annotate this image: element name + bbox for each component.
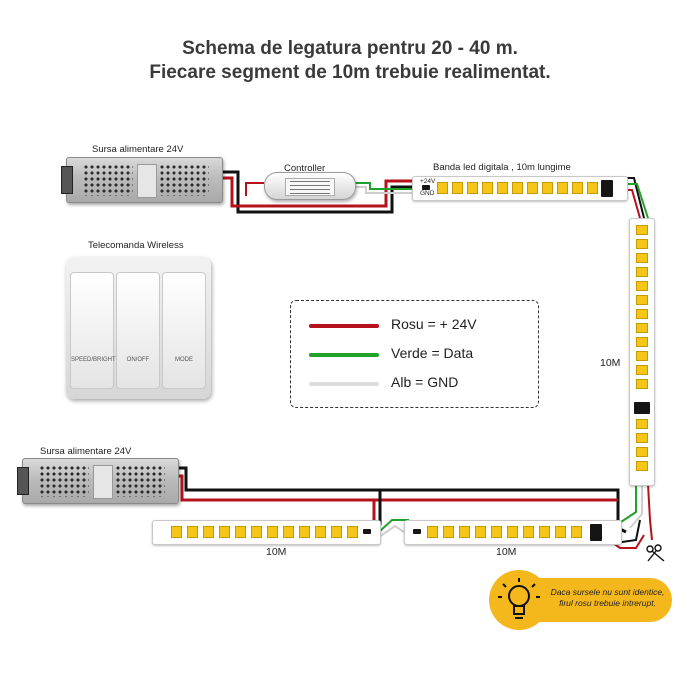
wire-ctrl-white xyxy=(354,186,412,194)
led-strip-bottom-right xyxy=(404,520,622,545)
tip-text: Daca sursele nu sunt identice, firul ros… xyxy=(545,587,670,609)
led-strip-top: +24V GND xyxy=(412,176,628,201)
wire-color-legend: Rosu = + 24V Verde = Data Alb = GND xyxy=(290,300,539,408)
wire-right-down-red xyxy=(647,483,653,541)
wire-corner-black xyxy=(626,177,645,219)
seg-bottom-right-label: 10M xyxy=(496,546,517,558)
seg-bottom-left-label: 10M xyxy=(266,546,287,558)
remote-control: SPEED/BRIGHT ON/OFF MODE xyxy=(66,257,211,399)
controller-label: Controller xyxy=(284,163,326,174)
diagram-subtitle: Fiecare segment de 10m trebuie realiment… xyxy=(149,62,551,83)
seg-right-label: 10M xyxy=(600,357,621,369)
wire-bottom-red xyxy=(178,474,618,502)
wire-top-black xyxy=(222,170,412,214)
wire-ctrl-green xyxy=(354,182,412,190)
wire-right-down-white xyxy=(629,484,643,529)
tip-callout xyxy=(530,578,672,622)
remote-button-speed: SPEED/BRIGHT xyxy=(70,272,116,389)
strip-top-label: Banda led digitala , 10m lungime xyxy=(433,162,571,173)
remote-label: Telecomanda Wireless xyxy=(88,240,184,251)
wire-ctrl-red xyxy=(245,182,264,196)
psu-top xyxy=(61,157,223,203)
wire-top-red xyxy=(222,176,412,208)
led-strip-right xyxy=(629,218,655,486)
wire-between-white xyxy=(378,524,405,538)
remote-button-mode: MODE xyxy=(162,272,206,389)
pad-plus-label: +24V xyxy=(420,178,436,185)
controller xyxy=(264,172,356,200)
scissors-icon xyxy=(646,544,665,562)
led-strip-bottom-left xyxy=(152,520,381,545)
wire-corner-red xyxy=(626,189,641,219)
psu-bottom xyxy=(17,458,179,504)
diagram-title: Schema de legatura pentru 20 - 40 m. xyxy=(182,38,518,59)
wire-corner-green xyxy=(626,183,649,219)
tip-line2: firul rosu trebuie intrerupt. xyxy=(559,598,656,608)
tip-line1: Daca sursele nu sunt identice, xyxy=(550,587,665,597)
tip-bulb-circle xyxy=(489,570,549,630)
remote-button-onoff: ON/OFF xyxy=(116,272,160,389)
psu-bottom-label: Sursa alimentare 24V xyxy=(40,446,132,457)
pad-gnd-label: GND xyxy=(420,190,435,197)
psu-top-label: Sursa alimentare 24V xyxy=(92,144,184,155)
